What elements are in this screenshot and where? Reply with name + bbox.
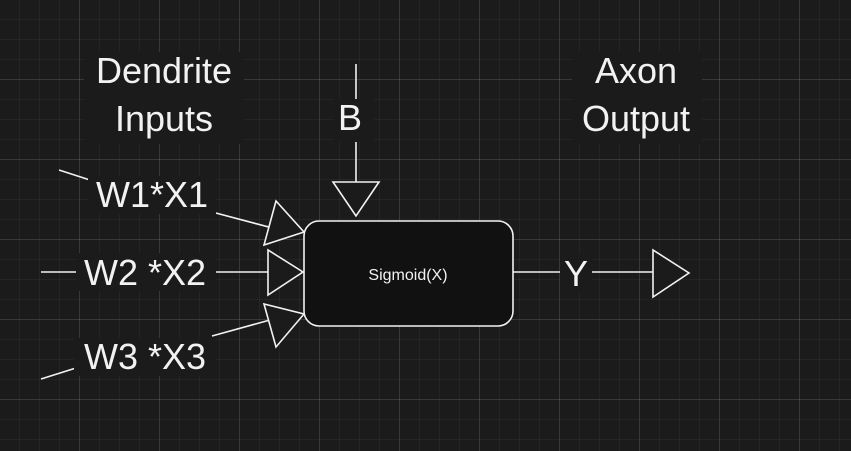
dendrite-title-line2: Inputs — [115, 98, 213, 139]
input1-edge[interactable]: W1*X1 — [58, 169, 306, 247]
bias-label: B — [338, 97, 362, 138]
dendrite-title: Dendrite Inputs — [84, 50, 244, 144]
input1-label: W1*X1 — [96, 174, 208, 215]
input3-arrowhead — [262, 302, 306, 349]
output-label: Y — [564, 253, 588, 294]
bias-edge[interactable]: B — [331, 64, 381, 218]
input2-arrowhead — [267, 248, 305, 297]
dendrite-title-line1: Dendrite — [96, 50, 232, 91]
input3-label: W3 *X3 — [84, 336, 206, 377]
axon-title-line1: Axon — [595, 50, 677, 91]
sigmoid-node[interactable]: Sigmoid(X) — [303, 220, 514, 327]
output-arrowhead — [652, 248, 691, 299]
sigmoid-node-label: Sigmoid(X) — [368, 267, 447, 284]
bias-arrowhead — [331, 181, 381, 218]
output-edge[interactable]: Y — [513, 248, 691, 299]
axon-title: Axon Output — [572, 50, 702, 144]
input2-label: W2 *X2 — [84, 252, 206, 293]
input2-edge[interactable]: W2 *X2 — [41, 248, 305, 297]
input3-edge[interactable]: W3 *X3 — [40, 302, 306, 380]
axon-title-line2: Output — [582, 98, 690, 139]
input1-arrowhead — [262, 199, 306, 247]
